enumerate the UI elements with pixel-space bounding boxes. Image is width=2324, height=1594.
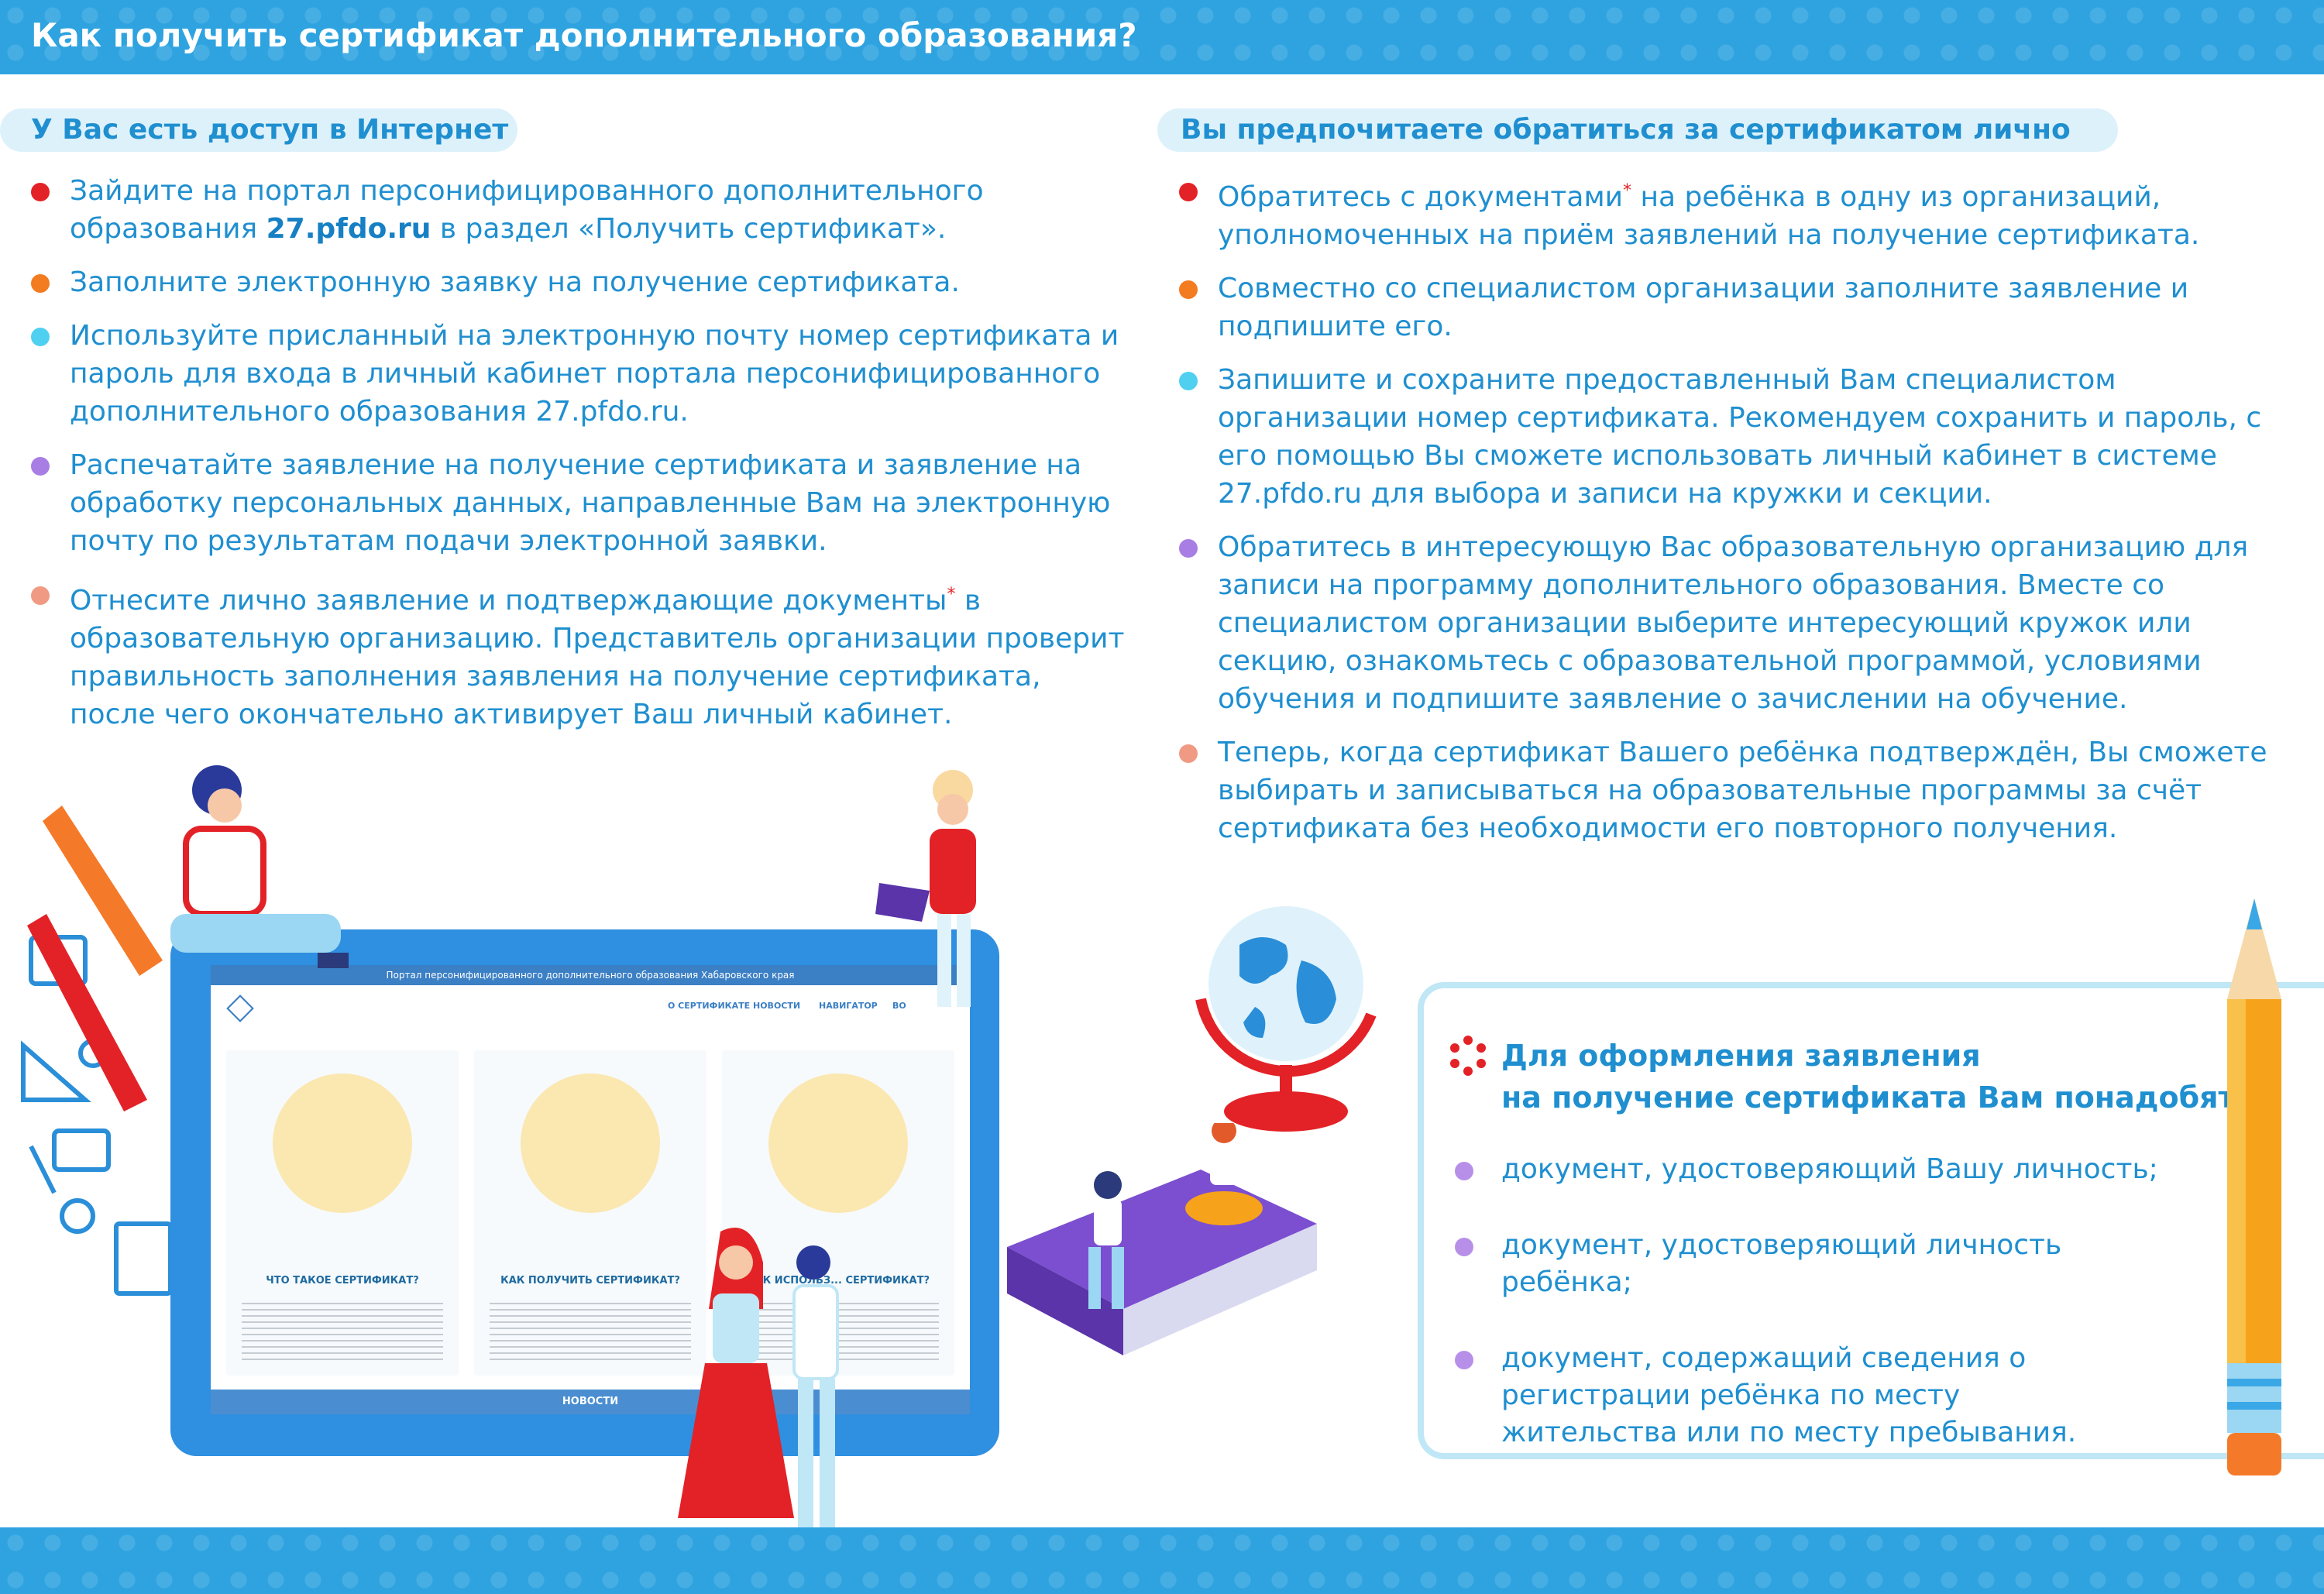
left-heading-text: У Вас есть доступ в Интернет <box>31 114 509 146</box>
portal-logo-icon <box>226 995 254 1022</box>
card-text <box>242 1298 443 1360</box>
online-step-5: Отнесите лично заявление и подтверждающи… <box>31 575 1131 733</box>
bullet-dot-red <box>31 183 50 201</box>
bullet-dot-orange <box>1179 280 1198 299</box>
dots-cluster-icon <box>1450 1036 1486 1076</box>
bullet-dot-salmon <box>31 586 50 605</box>
header-bar: Как получить сертификат дополнительного … <box>0 0 2324 74</box>
footer-bar <box>0 1527 2324 1594</box>
bullet-dot-cyan <box>31 328 50 346</box>
inperson-steps-list: Обратитесь с документами* на ребёнка в о… <box>1179 172 2295 847</box>
portal-screenshot: Портал персонифицированного дополнительн… <box>211 965 970 1414</box>
right-heading-text: Вы предпочитаете обратиться за сертифика… <box>1181 114 2071 146</box>
required-documents-box: Для оформления заявления на получение се… <box>1418 982 2324 1459</box>
pencil-icon <box>2227 898 2281 1475</box>
bullet-dot-salmon <box>1179 744 1198 763</box>
portal-card[interactable]: КАК ИСПОЛЬЗ... СЕРТИФИКАТ? <box>722 1050 954 1376</box>
bullet-dot-red <box>1179 183 1198 201</box>
asterisk-mark: * <box>1623 181 1632 201</box>
bullet-dot-violet <box>1455 1162 1473 1180</box>
bullet-dot-cyan <box>1179 372 1198 390</box>
inperson-step-5: Теперь, когда сертификат Вашего ребёнка … <box>1179 733 2295 847</box>
girl-with-laptop-illustration <box>875 770 976 1007</box>
portal-nav: О СЕРТИФИКАТЕ НОВОСТИ НАВИГАТОР ВО <box>211 985 970 1027</box>
bullet-dot-violet <box>31 457 50 476</box>
nav-item-certificate[interactable]: О СЕРТИФИКАТЕ <box>668 1001 751 1011</box>
nav-item-news[interactable]: НОВОСТИ <box>753 1001 801 1011</box>
bullet-dot-violet <box>1455 1238 1473 1256</box>
card-illustration <box>768 1074 908 1213</box>
document-item: документ, содержащий сведения о регистра… <box>1455 1340 2106 1451</box>
online-step-1: Зайдите на портал персонифицированного д… <box>31 172 1131 248</box>
tablet-mockup: Портал персонифицированного дополнительн… <box>170 929 999 1456</box>
globe-icon <box>1195 906 1377 1132</box>
card-text <box>490 1298 691 1360</box>
document-item: документ, удостоверяющий личность ребёнк… <box>1455 1227 2160 1301</box>
nav-item-more[interactable]: ВО <box>892 1001 906 1011</box>
inperson-step-4: Обратитесь в интересующую Вас образовате… <box>1179 528 2295 718</box>
documents-list: документ, удостоверяющий Вашу личность; … <box>1455 1151 2268 1490</box>
bullet-dot-violet <box>1179 539 1198 558</box>
portal-card[interactable]: ЧТО ТАКОЕ СЕРТИФИКАТ? <box>226 1050 459 1376</box>
school-doodles-icon <box>21 806 173 1296</box>
online-steps-list: Зайдите на портал персонифицированного д… <box>31 172 1131 733</box>
bullet-dot-orange <box>31 274 50 293</box>
portal-title: Портал персонифицированного дополнительн… <box>211 965 970 985</box>
card-illustration <box>273 1074 412 1213</box>
documents-title: Для оформления заявления на получение се… <box>1501 1039 2284 1115</box>
card-title: КАК ПОЛУЧИТЬ СЕРТИФИКАТ? <box>500 1275 680 1287</box>
bullet-dot-violet <box>1455 1351 1473 1369</box>
page-title: Как получить сертификат дополнительного … <box>31 16 1137 54</box>
inperson-step-1: Обратитесь с документами* на ребёнка в о… <box>1179 172 2295 254</box>
portal-link[interactable]: 27.pfdo.ru <box>266 213 431 245</box>
right-section-heading: Вы предпочитаете обратиться за сертифика… <box>1157 108 2118 152</box>
inperson-step-3: Запишите и сохраните предоставленный Вам… <box>1179 361 2295 513</box>
document-item: документ, удостоверяющий Вашу личность; <box>1455 1151 2160 1188</box>
card-title: КАК ИСПОЛЬЗ... СЕРТИФИКАТ? <box>746 1275 930 1287</box>
online-step-2: Заполните электронную заявку на получени… <box>31 263 1131 301</box>
inperson-step-2: Совместно со специалистом организации за… <box>1179 270 2295 345</box>
portal-news-bar[interactable]: НОВОСТИ <box>211 1390 970 1414</box>
asterisk-mark: * <box>947 585 956 604</box>
card-illustration <box>521 1074 660 1213</box>
book-stack-icon <box>1007 1123 1317 1355</box>
boy-with-tablet-illustration <box>170 765 349 968</box>
online-step-4: Распечатайте заявление на получение серт… <box>31 446 1131 560</box>
nav-item-navigator[interactable]: НАВИГАТОР <box>819 1001 878 1011</box>
portal-card[interactable]: КАК ПОЛУЧИТЬ СЕРТИФИКАТ? <box>474 1050 706 1376</box>
online-step-3: Используйте присланный на электронную по… <box>31 317 1131 431</box>
left-section-heading: У Вас есть доступ в Интернет <box>0 108 517 152</box>
teachers-illustration <box>678 1228 839 1541</box>
card-title: ЧТО ТАКОЕ СЕРТИФИКАТ? <box>266 1275 419 1287</box>
